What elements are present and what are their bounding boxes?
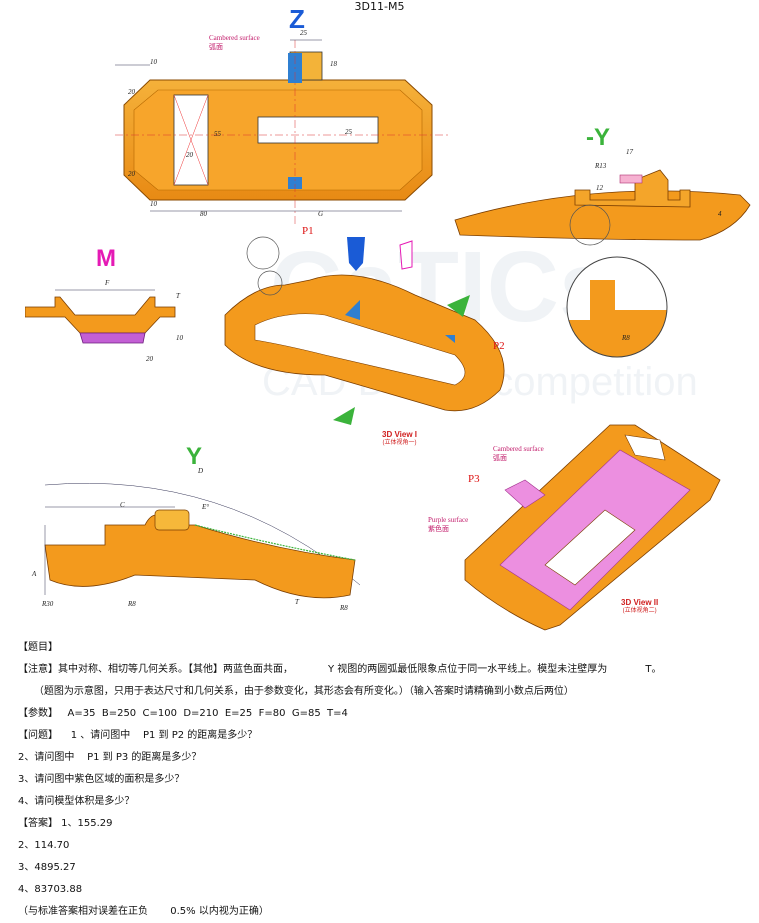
view-label-3d-1: 3D View I(立体视角一)	[382, 430, 417, 448]
dim-80: 80	[200, 210, 207, 218]
dim-18: 18	[330, 60, 337, 68]
text-a2: 2、114.70	[18, 840, 70, 851]
dim-55: 55	[214, 130, 221, 138]
3d-view-2-drawing	[464, 424, 721, 631]
dim-25-top: 25	[300, 29, 307, 37]
figure-title: 3D11-M5	[354, 0, 405, 13]
dim-10-b: 10	[150, 200, 157, 208]
dim-12: 12	[596, 184, 603, 192]
text-a3: 3、4895.27	[18, 862, 76, 873]
3d-view-1-drawing	[224, 236, 505, 425]
text-a1: 【答案】 1、155.29	[18, 818, 113, 829]
dim-r8: R8	[128, 600, 136, 608]
view-label-m: M	[96, 245, 116, 272]
dim-t-y: T	[295, 598, 299, 606]
dim-25-right: 25	[345, 128, 352, 136]
dim-a: A	[32, 570, 37, 578]
point-p1: P1	[302, 225, 314, 237]
text-params: 【参数】 A=35 B=250 C=100 D=210 E=25 F=80 G=…	[18, 708, 348, 719]
dim-f: F	[105, 279, 110, 287]
dim-c: C	[120, 501, 125, 509]
text-tolerance: （与标准答案相对误差在正负 0.5% 以内视为正确）	[18, 906, 269, 917]
problem-text: 【题目】 【注意】其中对称、相切等几何关系。【其他】两蓝色面共面， Y 视图的两…	[18, 637, 753, 923]
point-p2: P2	[493, 340, 505, 352]
purple-cn: 紫色面	[428, 525, 449, 533]
view-label-neg-y: -Y	[586, 124, 610, 151]
dim-10-m: 10	[176, 334, 183, 342]
dim-d: D	[198, 467, 204, 475]
cambered-cn: 弧面	[209, 43, 223, 51]
point-p3: P3	[468, 473, 480, 485]
view-label-y: Y	[186, 443, 203, 470]
view-label-3d-2: 3D View II(立体视角二)	[621, 598, 658, 616]
dim-r8-b: R8	[340, 604, 348, 612]
y-view-drawing	[44, 483, 361, 599]
dim-4: 4	[718, 210, 722, 218]
text-q4: 4、请问模型体积是多少？	[18, 796, 135, 807]
dim-e: E°	[202, 503, 210, 511]
text-a4: 4、83703.88	[18, 884, 83, 895]
text-note: 【注意】其中对称、相切等几何关系。【其他】两蓝色面共面， Y 视图的两圆弧最低限…	[18, 664, 662, 675]
dim-r30: R30	[42, 600, 54, 608]
text-q3: 3、请问图中紫色区域的面积是多少？	[18, 774, 185, 785]
cambered-en-2: Cambered surface	[493, 445, 544, 453]
dim-t-m: T	[176, 292, 180, 300]
text-q2: 2、请问图中 P1 到 P3 的距离是多少？	[18, 752, 202, 763]
view-label-z: Z	[289, 4, 305, 34]
text-remark: （题图为示意图，只用于表达尺寸和几何关系，由于参数变化，其形态会有所变化。）（输…	[18, 686, 574, 697]
cambered-en: Cambered surface	[209, 34, 260, 42]
dim-g: G	[318, 210, 324, 218]
m-section-drawing	[25, 289, 176, 344]
dim-17: 17	[626, 148, 633, 156]
detail-dim-r8: R8	[622, 334, 630, 342]
dim-10: 10	[150, 58, 157, 66]
dim-r13: R13	[595, 162, 607, 170]
dim-20-b: 20	[186, 151, 193, 159]
detail-circle	[566, 256, 668, 358]
cambered-cn-2: 弧面	[493, 454, 507, 462]
dim-20-a: 20	[128, 88, 135, 96]
top-view-drawing	[115, 39, 450, 225]
dim-20-m: 20	[146, 355, 153, 363]
text-title: 【题目】	[18, 642, 58, 653]
dim-20-c: 20	[128, 170, 135, 178]
text-q1: 【问题】 1 、请问图中 P1 到 P2 的距离是多少？	[18, 730, 258, 741]
view2-subtitle: (立体视角二)	[622, 608, 657, 614]
purple-en: Purple surface	[428, 516, 469, 524]
view1-title: 3D View I	[382, 430, 417, 439]
neg-y-view-drawing	[454, 169, 751, 246]
view1-subtitle: (立体视角一)	[382, 440, 417, 446]
view2-title: 3D View II	[621, 598, 659, 607]
